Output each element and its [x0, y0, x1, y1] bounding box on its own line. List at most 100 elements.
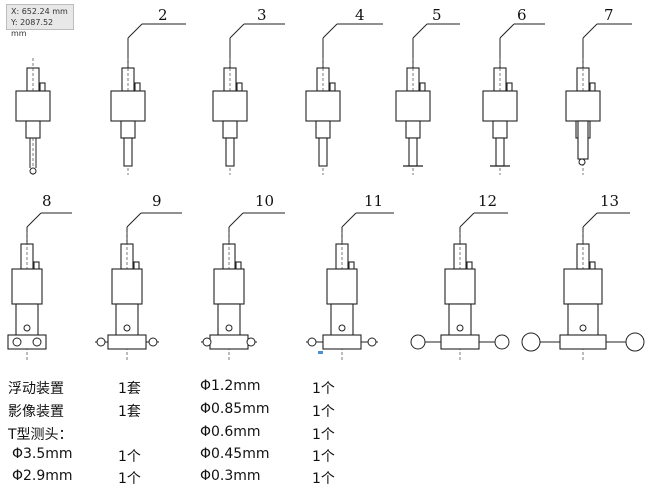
leader-line [322, 23, 338, 39]
callout-number: 9 [152, 192, 162, 210]
leader-line [499, 23, 515, 39]
callout-number: 2 [158, 6, 168, 24]
legend-left-qty-1: 1套 [118, 404, 141, 420]
probe-body [326, 268, 358, 305]
t-ball-right [625, 332, 645, 352]
t-bar [107, 334, 147, 350]
callout-number: 8 [42, 192, 52, 210]
legend-right-qty-3: 1个 [312, 449, 335, 465]
callout-number: 7 [604, 6, 614, 24]
legend-right-name-4: Φ0.3mm [200, 468, 261, 484]
probe-figure: 6 [482, 6, 545, 175]
x-coordinate: X: 652.24 mm [11, 7, 68, 16]
probe-figure: 13 [521, 192, 645, 362]
probe-figure [15, 58, 51, 175]
probe-pin [589, 82, 596, 92]
probe-hole [456, 324, 464, 332]
t-ball-left [12, 337, 22, 347]
y-coordinate: Y: 2087.52 mm [11, 18, 54, 38]
callout-number: 12 [478, 192, 497, 210]
t-ball-left [307, 337, 317, 347]
t-bar [209, 334, 249, 350]
probe-pin [39, 82, 46, 92]
probe-neck [120, 120, 136, 139]
callout-number: 11 [364, 192, 383, 210]
probe-body [15, 90, 51, 122]
probe-pin [419, 82, 426, 92]
t-ball-right [494, 334, 510, 350]
probe-neck [492, 120, 508, 139]
legend-left-qty-4: 1个 [118, 471, 141, 487]
probe-figure: 8 [7, 192, 72, 362]
t-ball-left [521, 332, 541, 352]
leader-line [229, 23, 245, 39]
leader-line [582, 212, 598, 228]
leader-line [127, 23, 143, 39]
legend-left-name-3: Φ3.5mm [12, 446, 73, 462]
leader-line [126, 212, 142, 228]
probe-figure: 10 [201, 192, 285, 362]
probe-pin [329, 82, 336, 92]
probe-hole [23, 324, 31, 332]
t-ball-left [96, 337, 106, 347]
leader-line [582, 23, 598, 39]
callout-number: 4 [355, 6, 365, 24]
probe-hole [579, 324, 587, 332]
probe-body [305, 90, 341, 122]
probe-neck [405, 120, 421, 139]
probe-figure: 4 [305, 6, 383, 175]
t-ball-right [148, 337, 158, 347]
probe-figure: 9 [95, 192, 182, 362]
probe-body [444, 268, 476, 305]
probe-figure: 12 [410, 192, 510, 362]
legend-right-qty-1: 1个 [312, 404, 335, 420]
probe-tip [495, 137, 505, 167]
leader-line [341, 212, 357, 228]
legend-right-qty-4: 1个 [312, 471, 335, 487]
legend-right-name-1: Φ0.85mm [200, 401, 270, 417]
probe-neck [25, 120, 41, 139]
probe-figure: 5 [395, 6, 460, 175]
probe-body [11, 268, 43, 305]
callout-number: 5 [432, 6, 442, 24]
leader-line [26, 212, 42, 228]
legend-left-name-1: 影像装置 [8, 404, 64, 420]
t-ball-right [367, 337, 377, 347]
coordinate-readout: X: 652.24 mm Y: 2087.52 mm [6, 4, 74, 38]
probe-hole [338, 324, 346, 332]
t-bar [440, 334, 480, 350]
probe-figure: 7 [565, 6, 632, 175]
probe-body [213, 268, 245, 305]
legend-right-name-0: Φ1.2mm [200, 378, 261, 394]
probe-hole [225, 324, 233, 332]
probe-stem [567, 303, 599, 341]
callout-number: 3 [257, 6, 267, 24]
probe-ball [29, 167, 37, 175]
t-ball-right [246, 337, 256, 347]
t-ball-left [410, 334, 426, 350]
callout-number: 13 [600, 192, 619, 210]
cursor-marker [318, 351, 323, 354]
probe-figure: 3 [212, 6, 285, 175]
probe-tip [225, 137, 235, 167]
probe-pin [236, 82, 243, 92]
leader-line [459, 212, 475, 228]
probe-tip [318, 137, 328, 167]
probe-hole [123, 324, 131, 332]
probe-tip [408, 137, 418, 167]
probe-body [565, 90, 601, 122]
leader-line [228, 212, 244, 228]
legend-left-name-2: T型测头： [8, 427, 73, 443]
t-bar [322, 334, 362, 350]
probe-pin [134, 82, 141, 92]
legend-right-name-2: Φ0.6mm [200, 424, 261, 440]
callout-number: 6 [517, 6, 527, 24]
probe-ball [578, 158, 586, 166]
t-ball-right [32, 337, 42, 347]
probe-figure: 11 [306, 192, 394, 362]
legend-right-qty-2: 1个 [312, 427, 335, 443]
probe-body [395, 90, 431, 122]
probe-body [110, 90, 146, 122]
legend-right-name-3: Φ0.45mm [200, 446, 270, 462]
